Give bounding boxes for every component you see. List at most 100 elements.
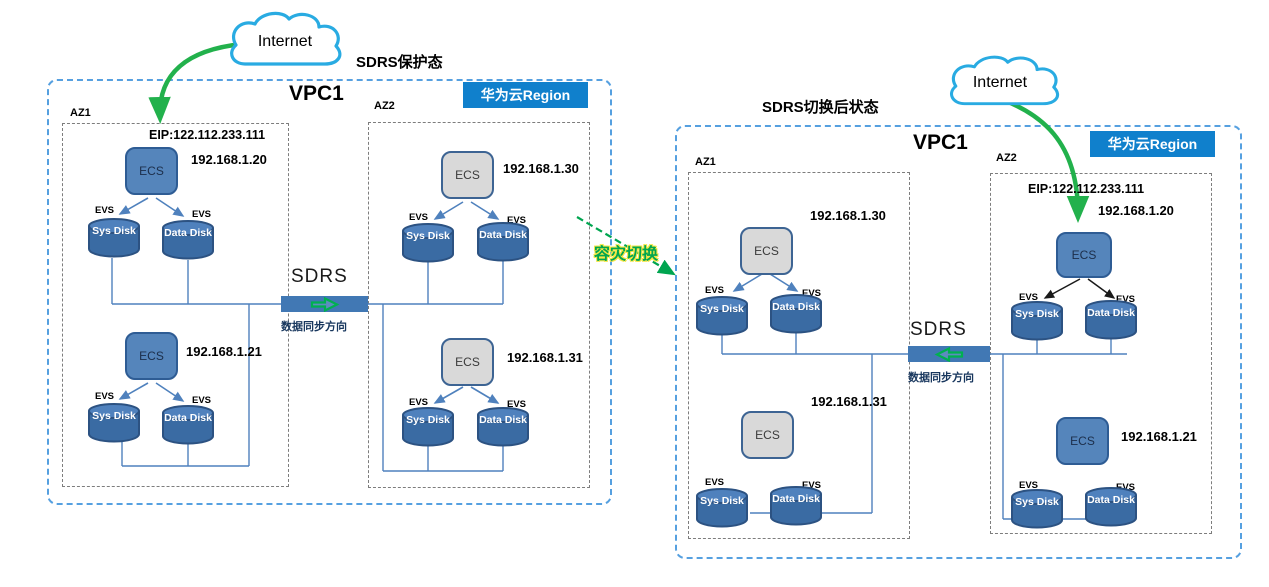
disk-cylinder-icon	[1085, 300, 1137, 340]
ip-label: 192.168.1.31	[507, 350, 583, 365]
sync-direction-right-icon	[310, 296, 339, 312]
disk-label: Sys Disk	[700, 495, 744, 507]
disk-cylinder-icon	[402, 407, 454, 447]
disk-label: Data Disk	[1087, 307, 1135, 319]
failover-label: 容灾切换	[594, 246, 659, 263]
disk-cylinder-icon	[477, 222, 529, 262]
disk-cylinder-icon	[88, 218, 140, 258]
sys-disk: Sys Disk	[400, 222, 456, 264]
disk-label: Data Disk	[479, 414, 527, 426]
right-internet-cloud-icon	[950, 55, 1060, 106]
right-az1-label: AZ1	[695, 156, 716, 168]
ecs-box: ECS	[125, 332, 178, 380]
left-panel-title: SDRS保护态	[356, 54, 443, 71]
disk-label: Data Disk	[164, 412, 212, 424]
right-internet-label: Internet	[972, 74, 1028, 91]
right-panel-title: SDRS切换后状态	[762, 99, 879, 116]
data-disk: Data Disk	[160, 404, 216, 446]
evs-label: EVS	[1019, 480, 1039, 491]
ecs-box: ECS	[125, 147, 178, 195]
evs-label: EVS	[802, 480, 822, 491]
ip-label: 192.168.1.30	[503, 161, 579, 176]
right-sdrs-bar	[908, 346, 990, 362]
right-eip-label: EIP:122.112.233.111	[1028, 182, 1145, 196]
left-internet-arrow	[148, 41, 243, 124]
disk-cylinder-icon	[770, 486, 822, 526]
disk-cylinder-icon	[696, 296, 748, 336]
evs-label: EVS	[705, 285, 725, 296]
disk-label: Data Disk	[772, 301, 820, 313]
right-vpc-label: VPC1	[913, 131, 968, 154]
evs-label: EVS	[705, 477, 725, 488]
disk-cylinder-icon	[696, 488, 748, 528]
ecs-box: ECS	[1056, 232, 1112, 278]
sys-disk: Sys Disk	[86, 402, 142, 444]
ecs-label: ECS	[139, 164, 164, 178]
disk-label: Sys Disk	[1015, 308, 1059, 320]
ecs-box: ECS	[441, 151, 494, 199]
sync-direction-left-icon	[934, 346, 964, 362]
right-az2-label: AZ2	[996, 152, 1017, 164]
disk-cylinder-icon	[477, 407, 529, 447]
data-disk: Data Disk	[1083, 486, 1139, 528]
data-disk: Data Disk	[768, 485, 824, 527]
sys-disk: Sys Disk	[1009, 488, 1065, 530]
disk-label: Sys Disk	[700, 303, 744, 315]
left-sdrs-label: SDRS	[291, 266, 348, 287]
right-sync-label: 数据同步方向	[908, 372, 974, 384]
evs-label: EVS	[95, 391, 115, 402]
disk-cylinder-icon	[1085, 487, 1137, 527]
evs-label: EVS	[409, 212, 429, 223]
disk-label: Data Disk	[1087, 494, 1135, 506]
ecs-label: ECS	[754, 244, 779, 258]
sys-disk: Sys Disk	[400, 406, 456, 448]
evs-label: EVS	[409, 397, 429, 408]
disk-cylinder-icon	[162, 405, 214, 445]
ecs-box: ECS	[441, 338, 494, 386]
left-eip-label: EIP:122.112.233.111	[149, 128, 266, 142]
disk-label: Sys Disk	[406, 414, 450, 426]
disk-label: Data Disk	[479, 229, 527, 241]
data-disk: Data Disk	[160, 219, 216, 261]
data-disk: Data Disk	[475, 221, 531, 263]
evs-label: EVS	[192, 209, 212, 220]
left-az2-label: AZ2	[374, 100, 395, 112]
left-az1-label: AZ1	[70, 107, 91, 119]
ip-label: 192.168.1.21	[1121, 429, 1197, 444]
evs-label: EVS	[507, 215, 527, 226]
disk-cylinder-icon	[402, 223, 454, 263]
left-sdrs-bar	[281, 296, 368, 312]
disk-label: Data Disk	[772, 493, 820, 505]
disk-cylinder-icon	[1011, 301, 1063, 341]
disk-label: Sys Disk	[92, 225, 136, 237]
right-vpc-box	[675, 125, 1242, 559]
data-disk: Data Disk	[475, 406, 531, 448]
failover-arrow	[576, 216, 676, 276]
ecs-box: ECS	[741, 411, 794, 459]
evs-label: EVS	[1019, 292, 1039, 303]
disk-label: Sys Disk	[406, 230, 450, 242]
disk-label: Data Disk	[164, 227, 212, 239]
evs-label: EVS	[802, 288, 822, 299]
right-region-badge: 华为云Region	[1090, 131, 1215, 157]
ip-label: 192.168.1.31	[811, 394, 887, 409]
ecs-disk-arrows-black	[1043, 278, 1116, 299]
ecs-label: ECS	[139, 349, 164, 363]
disk-label: Sys Disk	[92, 410, 136, 422]
disk-cylinder-icon	[88, 403, 140, 443]
evs-label: EVS	[507, 399, 527, 410]
ip-label: 192.168.1.20	[1098, 203, 1174, 218]
left-vpc-box	[47, 79, 612, 505]
sys-disk: Sys Disk	[694, 487, 750, 529]
ecs-label: ECS	[1071, 248, 1097, 262]
sys-disk: Sys Disk	[86, 217, 142, 259]
data-disk: Data Disk	[1083, 299, 1139, 341]
ip-label: 192.168.1.21	[186, 344, 262, 359]
left-region-badge: 华为云Region	[463, 82, 588, 108]
disk-cylinder-icon	[770, 294, 822, 334]
left-vpc-label: VPC1	[289, 82, 344, 105]
ecs-label: ECS	[1070, 434, 1095, 448]
evs-label: EVS	[1116, 294, 1136, 305]
